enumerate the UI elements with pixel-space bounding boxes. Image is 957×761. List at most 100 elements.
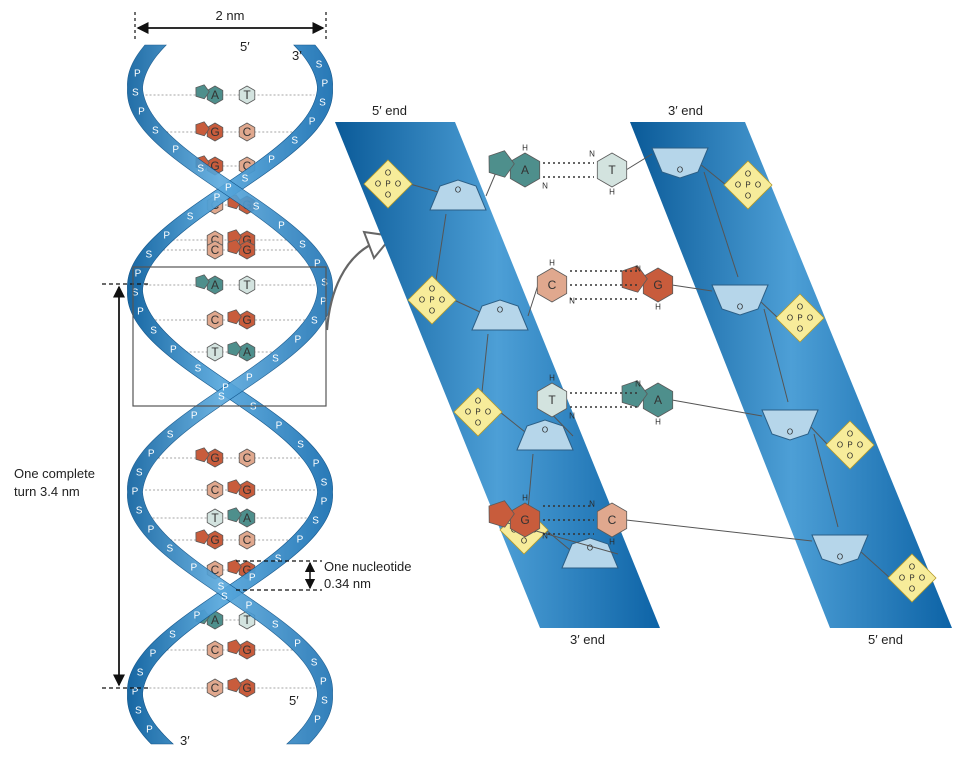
glycosidic-bond [625,519,813,542]
backbone-link [763,308,789,403]
sugar-ring [516,419,574,451]
base-letter: C [243,533,252,547]
base-A: A [227,507,256,528]
base-letter: G [242,313,251,327]
base-letter: T [243,613,251,627]
right-strand-band [630,122,952,628]
helix-phosphate-letter: P [320,297,327,308]
base-T: T [238,85,256,105]
helix-phosphate-letter: P [309,117,316,128]
base-ring [206,508,224,528]
base-nitrogen: N [569,297,575,306]
phosphate-oxygen: O [385,191,391,200]
base-hydrogen: H [655,303,661,312]
left-strand-band [335,122,660,628]
base-ring-5 [621,265,648,293]
phosphate-oxygen: O [797,325,803,334]
helix-phosphate-letter: P [170,345,177,356]
phosphodiester-bond [809,425,829,446]
helix-phosphate-letter: P [134,69,141,80]
phosphate-oxygen: O [375,180,381,189]
phosphate-diamond [723,160,773,210]
base-nitrogen: N [569,412,575,421]
base-letter: G [242,243,251,257]
phosphate-atom: P [475,408,480,417]
helix-sugar-letter: S [272,620,279,631]
phosphate-oxygen: O [909,563,915,572]
deoxyribose-sugar: O [761,409,819,441]
helix-sugar-letter: S [132,288,139,299]
helix-phosphate-letter: P [132,687,139,698]
helix-sugar-letter: S [291,136,298,147]
base-letter: A [243,345,251,359]
helix-sugar-letter: S [169,630,176,641]
sugar-oxygen: O [587,544,593,553]
base-ring [206,342,224,362]
base-A: A [195,84,224,105]
base-letter: A [654,393,662,407]
nucleotide-label-line2: 0.34 nm [324,576,371,591]
base-nitrogen: N [589,500,595,509]
helix-sugar-letter: S [250,402,257,413]
base-letter: A [243,511,251,525]
base-C: C [596,502,628,538]
turn-label-line2: turn 3.4 nm [14,484,80,499]
helix-phosphate-letter: P [150,649,157,660]
base-G: G [488,500,541,538]
base-letter: C [211,681,220,695]
helix-sugar-letter: S [197,164,204,175]
width-label: 2 nm [216,8,245,23]
helix-phosphate-letter: P [222,383,229,394]
helix-backbone-letters: SPSPSPSPSPSPSPSPSPSPSPSPSPSPSPSPSPSPPSPS… [132,60,329,736]
base-letter: G [210,533,219,547]
base-ring-5 [621,380,648,408]
base-letter: C [548,278,557,292]
helix-sugar-letter: S [316,60,323,71]
base-nitrogen: N [635,265,641,274]
glycosidic-bond [671,284,713,292]
phosphodiester-bond [859,550,891,579]
phosphate-oxygen: O [857,441,863,450]
base-ring [238,85,256,105]
left-strand-bottom-label: 3′ end [570,632,605,647]
base-G: G [195,121,224,142]
helix-phosphate-letter: P [246,601,253,612]
helix-phosphate-letter: P [276,421,283,432]
base-ring-5 [227,507,242,523]
base-hydrogen: H [655,418,661,427]
helix-top-3prime: 3′ [292,48,302,63]
deoxyribose-sugar: O [429,179,487,211]
zoom-arrow [325,230,394,331]
nucleotide-label-line1: One nucleotide [324,559,411,574]
nucleotide-dimension: One nucleotide 0.34 nm [236,559,411,591]
turn-label-line1: One complete [14,466,95,481]
backbone-link [813,433,839,528]
phosphate-diamond [775,293,825,343]
helix-sugar-letter: S [321,278,328,289]
helix-phosphate-letter: P [163,231,170,242]
base-letter: C [211,313,220,327]
base-ring-5 [488,150,515,178]
base-ring [238,530,256,550]
base-ring [596,152,628,188]
helix-sugar-letter: S [319,98,326,109]
phosphate-atom: P [385,180,390,189]
phosphate-oxygen: O [807,314,813,323]
helix-sugar-letter: S [195,364,202,375]
phosphate-atom: P [847,441,852,450]
helix-sugar-letter: S [150,326,157,337]
base-hydrogen: H [522,494,528,503]
helix-phosphate-letter: P [314,715,321,726]
base-ring [536,267,568,303]
phosphodiester-bond [759,300,779,319]
base-ring-5 [227,309,242,325]
helix-sugar-letter: S [136,506,143,517]
